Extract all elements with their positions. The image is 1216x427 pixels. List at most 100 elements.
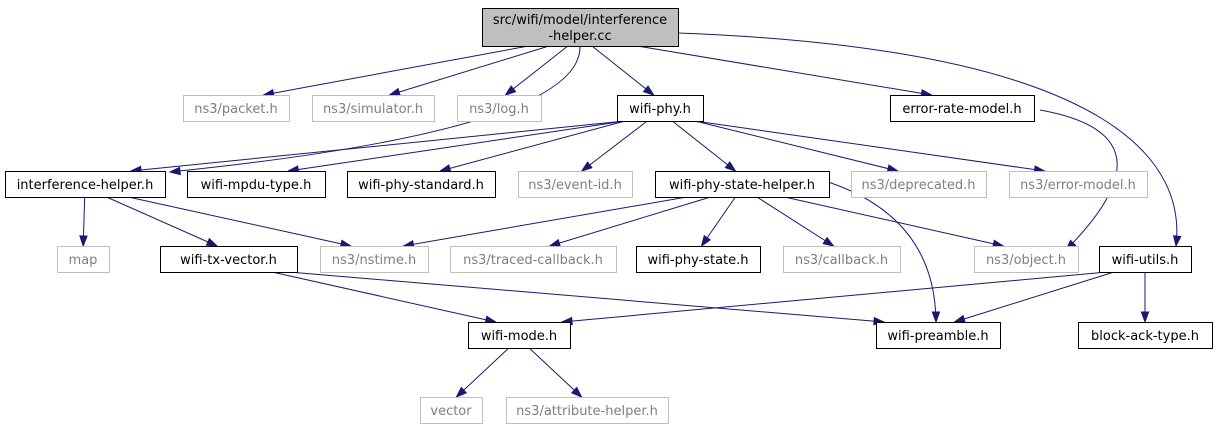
node-wifiphy[interactable]: wifi-phy.h bbox=[617, 95, 704, 122]
node-interference[interactable]: interference-helper.h bbox=[5, 171, 166, 198]
node-callback[interactable]: ns3/callback.h bbox=[783, 246, 901, 273]
edge-interference-to-nstime bbox=[128, 196, 353, 248]
node-label: ns3/object.h bbox=[986, 253, 1066, 268]
node-statehelper[interactable]: wifi-phy-state-helper.h bbox=[655, 171, 830, 198]
node-txvector[interactable]: wifi-tx-vector.h bbox=[160, 246, 298, 273]
node-label: wifi-phy-state.h bbox=[647, 253, 748, 268]
edge-statehelper-to-tracedcb bbox=[548, 196, 711, 248]
edge-line bbox=[128, 196, 351, 247]
edge-line bbox=[784, 196, 1004, 247]
node-box bbox=[655, 171, 830, 198]
node-label: ns3/callback.h bbox=[795, 253, 888, 268]
node-box bbox=[518, 171, 633, 198]
edge-interference-to-txvector bbox=[106, 196, 219, 247]
node-nstime[interactable]: ns3/nstime.h bbox=[320, 246, 429, 273]
edge-utils-to-mode bbox=[560, 271, 1108, 326]
nodes-layer: src/wifi/model/interference-helper.cc ns3… bbox=[5, 8, 1213, 424]
edge-arrowhead bbox=[570, 386, 583, 399]
edge-line bbox=[549, 196, 711, 247]
node-attrhelper[interactable]: ns3/attribute-helper.h bbox=[506, 397, 669, 424]
node-label: wifi-phy-state-helper.h bbox=[669, 178, 815, 193]
edge-line bbox=[130, 120, 626, 172]
node-blockack[interactable]: block-ack-type.h bbox=[1078, 322, 1213, 349]
node-box bbox=[783, 246, 901, 273]
edge-wifiphy-to-phystandard bbox=[438, 120, 626, 173]
node-root[interactable]: src/wifi/model/interference-helper.cc bbox=[482, 8, 679, 47]
edge-mode-to-vector bbox=[455, 347, 510, 399]
node-box bbox=[450, 246, 617, 273]
node-label: vector bbox=[430, 404, 472, 419]
node-box bbox=[890, 95, 1035, 122]
node-label: block-ack-type.h bbox=[1091, 329, 1199, 344]
node-label: src/wifi/model/interference bbox=[493, 13, 667, 28]
edge-statehelper-to-preamble bbox=[821, 179, 941, 324]
node-log[interactable]: ns3/log.h bbox=[457, 95, 542, 122]
node-box bbox=[636, 246, 761, 273]
node-physstate[interactable]: wifi-phy-state.h bbox=[636, 246, 761, 273]
edge-interference-to-map bbox=[79, 196, 88, 248]
node-label: ns3/traced-callback.h bbox=[463, 253, 603, 268]
edge-wifiphy-to-eventid bbox=[580, 120, 648, 172]
edge-line bbox=[694, 120, 1045, 172]
node-tracedcb[interactable]: ns3/traced-callback.h bbox=[450, 246, 617, 273]
edge-arrowhead bbox=[822, 236, 835, 247]
edge-line bbox=[954, 271, 1115, 323]
edge-root-to-packet bbox=[262, 45, 529, 98]
node-label: wifi-phy.h bbox=[629, 102, 691, 117]
edge-line bbox=[271, 271, 496, 323]
node-label: wifi-phy-standard.h bbox=[358, 178, 484, 193]
edge-line bbox=[1039, 109, 1118, 251]
node-label: interference-helper.h bbox=[17, 178, 154, 193]
node-mpdutype[interactable]: wifi-mpdu-type.h bbox=[187, 171, 326, 198]
node-box bbox=[506, 397, 669, 424]
node-eventid[interactable]: ns3/event-id.h bbox=[518, 171, 633, 198]
edge-line bbox=[288, 120, 626, 172]
node-box bbox=[457, 95, 542, 122]
node-label: ns3/event-id.h bbox=[528, 178, 622, 193]
edge-utils-to-blockack bbox=[1140, 272, 1150, 324]
node-box bbox=[312, 95, 435, 122]
node-label: -helper.cc bbox=[548, 29, 611, 44]
edge-line bbox=[671, 120, 736, 172]
node-box bbox=[347, 171, 496, 198]
edge-arrowhead bbox=[953, 314, 966, 323]
node-box bbox=[974, 246, 1079, 273]
edge-line bbox=[677, 32, 1178, 247]
node-map[interactable]: map bbox=[57, 246, 110, 273]
node-mode[interactable]: wifi-mode.h bbox=[468, 322, 571, 349]
node-utils[interactable]: wifi-utils.h bbox=[1099, 246, 1192, 273]
edge-line bbox=[106, 196, 218, 247]
node-box bbox=[5, 171, 166, 198]
node-preamble[interactable]: wifi-preamble.h bbox=[876, 322, 1001, 349]
edge-arrowhead bbox=[548, 238, 562, 248]
edge-line bbox=[288, 271, 885, 323]
edge-txvector-to-preamble bbox=[288, 271, 886, 326]
node-label: wifi-mode.h bbox=[481, 329, 557, 344]
edge-utils-to-preamble bbox=[953, 271, 1115, 323]
edge-arrowhead bbox=[724, 161, 737, 172]
edge-line bbox=[528, 347, 582, 398]
node-errorrate[interactable]: error-rate-model.h bbox=[890, 95, 1035, 122]
node-vector[interactable]: vector bbox=[420, 397, 483, 424]
node-deprecated[interactable]: ns3/deprecated.h bbox=[851, 171, 987, 198]
edge-statehelper-to-physstate bbox=[700, 196, 736, 248]
edge-wifiphy-to-errormodel bbox=[694, 120, 1047, 174]
node-label: map bbox=[69, 253, 98, 268]
edge-line bbox=[456, 347, 510, 398]
node-phystandard[interactable]: wifi-phy-standard.h bbox=[347, 171, 496, 198]
node-packet[interactable]: ns3/packet.h bbox=[183, 95, 290, 122]
node-box bbox=[876, 322, 1001, 349]
node-simulator[interactable]: ns3/simulator.h bbox=[312, 95, 435, 122]
edge-line bbox=[694, 120, 898, 172]
node-label: ns3/nstime.h bbox=[332, 253, 416, 268]
edge-line bbox=[581, 120, 648, 172]
edge-line bbox=[637, 45, 932, 96]
edge-statehelper-to-nstime bbox=[401, 196, 687, 249]
edge-root-to-errorrate bbox=[637, 45, 933, 98]
edge-arrowhead bbox=[79, 235, 88, 248]
node-object[interactable]: ns3/object.h bbox=[974, 246, 1079, 273]
edge-line bbox=[403, 196, 687, 247]
node-box bbox=[1099, 246, 1192, 273]
node-errormodel[interactable]: ns3/error-model.h bbox=[1009, 171, 1148, 198]
edges-layer bbox=[79, 32, 1182, 399]
